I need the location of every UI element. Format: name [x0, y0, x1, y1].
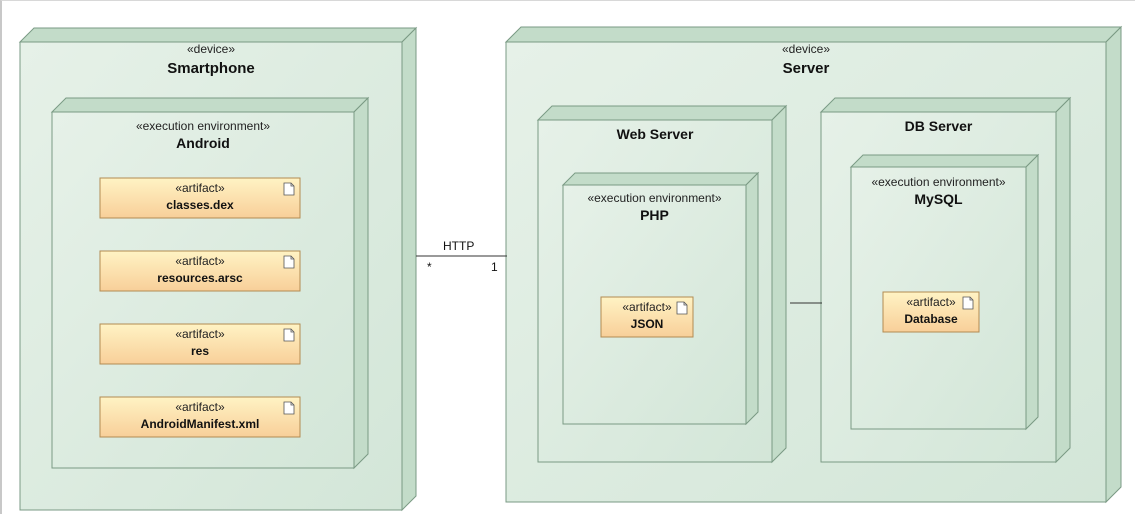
- artifact-document-icon: [283, 328, 295, 342]
- right-multiplicity: 1: [491, 260, 498, 274]
- artifact-resources-arsc: [99, 250, 301, 292]
- android-name: Android: [176, 135, 230, 151]
- artifact-document-icon: [962, 296, 974, 310]
- db-server-name: DB Server: [904, 118, 973, 134]
- artifact-document-icon: [283, 255, 295, 269]
- artifact-document-icon: [676, 301, 688, 315]
- artifact-classes-stereotype: «artifact»: [175, 181, 225, 195]
- smartphone-name: Smartphone: [167, 60, 255, 77]
- mysql-name: MySQL: [914, 191, 963, 207]
- left-multiplicity: *: [427, 260, 432, 274]
- artifact-resources-stereotype: «artifact»: [175, 254, 225, 268]
- artifact-res: [99, 323, 301, 365]
- smartphone-stereotype: «device»: [186, 42, 236, 56]
- artifact-res-stereotype: «artifact»: [175, 327, 225, 341]
- artifact-database-name: Database: [904, 312, 958, 326]
- artifact-classes-name: classes.dex: [166, 198, 234, 212]
- server-name: Server: [782, 60, 830, 77]
- web-server-name: Web Server: [616, 126, 694, 142]
- mysql-stereotype: «execution environment»: [871, 175, 1006, 189]
- artifact-androidmanifest: [99, 396, 301, 438]
- artifact-manifest-stereotype: «artifact»: [175, 400, 225, 414]
- artifact-document-icon: [283, 401, 295, 415]
- php-name: PHP: [640, 207, 669, 223]
- artifact-res-name: res: [190, 344, 210, 358]
- server-stereotype: «device»: [781, 42, 831, 56]
- http-connection-label: HTTP: [443, 239, 475, 253]
- artifact-json: [600, 296, 694, 338]
- artifact-json-stereotype: «artifact»: [622, 300, 672, 314]
- artifact-json-name: JSON: [630, 317, 664, 331]
- artifact-manifest-name: AndroidManifest.xml: [140, 417, 260, 431]
- artifact-classes-dex: [99, 177, 301, 219]
- php-stereotype: «execution environment»: [587, 191, 722, 205]
- android-stereotype: «execution environment»: [135, 119, 271, 133]
- artifact-database: [882, 291, 980, 333]
- artifact-resources-name: resources.arsc: [157, 271, 243, 285]
- artifact-document-icon: [283, 182, 295, 196]
- artifact-database-stereotype: «artifact»: [906, 295, 956, 309]
